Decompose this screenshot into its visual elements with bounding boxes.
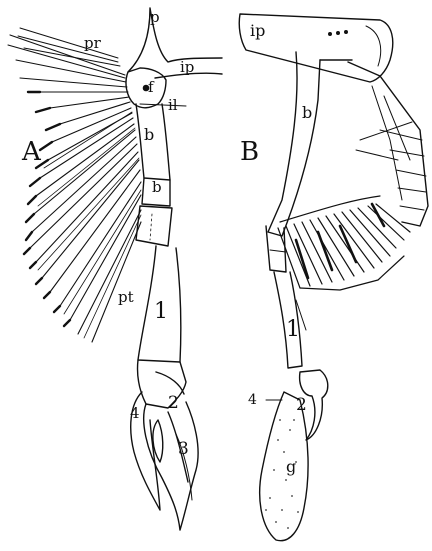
panel-a-label-p: p [150,8,160,26]
panel-a-letter: A [21,137,42,167]
panel-b-drawing [239,14,428,541]
panel-b-label-b: b [302,103,312,122]
panel-b-rod-shading [296,204,384,278]
panel-a-label-3: 3 [178,439,189,459]
panel-a-label-1: 1 [154,299,168,324]
panel-a-ray-tips [24,92,70,326]
panel-b-radial-grid [356,86,426,210]
panel-b-label-ip: ip [250,21,265,40]
panel-a-label-b-lower: b [152,178,162,196]
panel-a-label-ip: ip [180,58,194,76]
panel-b-label-2: 2 [296,395,307,415]
panel-b-radials-upper [348,62,428,226]
panel-a-joint-block [136,206,172,246]
panel-b-bone-b [268,52,320,236]
panel-a-label-b-upper: b [144,125,154,144]
panel-a-drawing [8,8,222,530]
panel-b-label-4: 4 [248,392,257,408]
panel-a-label-pr: pr [84,34,102,52]
panel-a-label-pt: pt [118,288,134,306]
panel-a-label-4: 4 [130,404,140,422]
panel-b-letter: B [240,137,259,167]
panel-a-label-2: 2 [168,393,179,413]
panel-b-label-g: g [286,457,296,476]
panel-a-pr-rays [18,28,120,66]
panel-a-label-il: il [168,96,178,114]
panel-a-process-p [128,8,222,72]
panel-a-label-f: f [148,78,155,96]
panel-b-label-1: 1 [286,317,300,342]
